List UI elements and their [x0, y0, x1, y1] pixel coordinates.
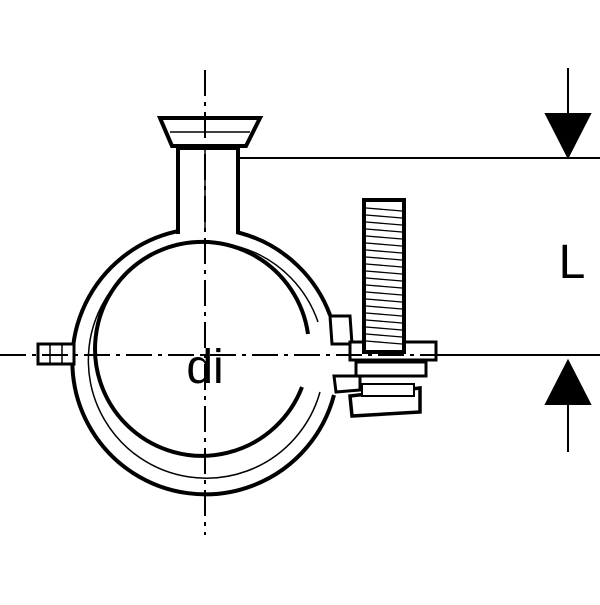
thread-line [365, 312, 403, 317]
thread-line [365, 242, 403, 247]
thread-line [365, 256, 403, 261]
thread-line [365, 263, 403, 268]
thread-line [365, 319, 403, 324]
screw-bolt [348, 198, 422, 418]
thread-line [365, 291, 403, 296]
thread-line [365, 249, 403, 254]
stem-and-top-nut [156, 116, 264, 234]
arrow-up-icon [544, 358, 592, 405]
thread-line [365, 270, 403, 275]
thread-line [365, 298, 403, 303]
thread-line [365, 284, 403, 289]
thread-line [365, 207, 403, 212]
center-lines [0, 70, 600, 535]
thread-line [365, 228, 403, 233]
thread-line [365, 326, 403, 331]
thread-line [365, 333, 403, 338]
thread-line [365, 214, 403, 219]
dimension-lines [240, 68, 600, 452]
arrow-down-icon [544, 113, 592, 160]
thread-line [365, 340, 403, 345]
clamp-ring [70, 226, 336, 497]
length-label: L [559, 236, 586, 289]
thread-line [365, 235, 403, 240]
thread-line [365, 277, 403, 282]
thread-line [365, 305, 403, 310]
thread-line [365, 221, 403, 226]
inner-diameter-label: di [186, 341, 223, 394]
dimension-arrows [544, 113, 592, 405]
